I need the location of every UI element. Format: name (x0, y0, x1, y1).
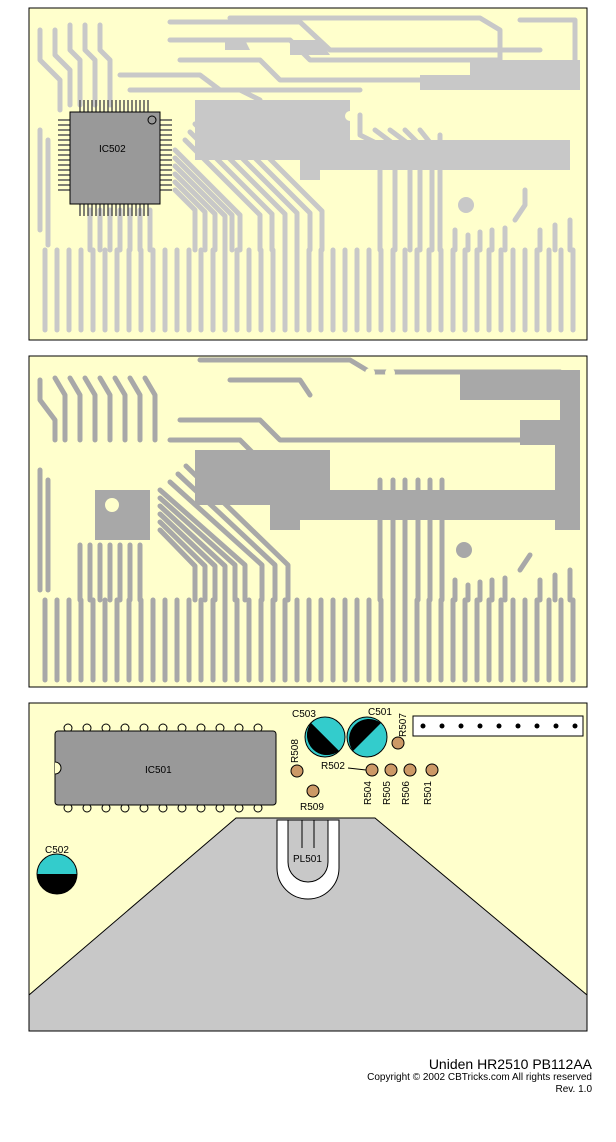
svg-text:C502: C502 (45, 845, 69, 856)
bracket-shape (28, 817, 588, 1032)
c503: C503 (292, 709, 346, 758)
r507-label: R507 (398, 713, 409, 737)
r509 (306, 784, 320, 798)
ic501: IC501 (54, 723, 277, 813)
ic502-body (69, 111, 161, 205)
r501-label: R501 (423, 781, 434, 805)
r506-label: R506 (401, 781, 412, 805)
r506 (403, 763, 417, 777)
c501: C501 (346, 707, 392, 758)
panel-top-traces: IC502 (28, 7, 588, 341)
ic501-label: IC501 (145, 765, 172, 776)
pl501-label: PL501 (293, 854, 322, 865)
footer-revision: Rev. 1.0 (555, 1084, 593, 1095)
r508-label: R508 (290, 739, 301, 763)
r501 (425, 763, 439, 777)
r507 (391, 736, 405, 750)
r509-label: R509 (300, 802, 324, 813)
ic502-label: IC502 (99, 144, 126, 155)
panel-components: PL501 IC501 (28, 702, 588, 1032)
panel-bottom-traces (28, 355, 588, 688)
svg-text:C501: C501 (368, 707, 392, 718)
c502: C502 (36, 845, 78, 895)
r504-label: R504 (363, 781, 374, 805)
r504 (365, 763, 379, 777)
svg-text:C503: C503 (292, 709, 316, 720)
r502-label: R502 (321, 761, 345, 772)
footer-title: Uniden HR2510 PB112AA (428, 1056, 592, 1072)
r505 (384, 763, 398, 777)
footer-copyright: Copyright © 2002 CBTricks.com All rights… (367, 1072, 592, 1083)
r505-label: R505 (382, 781, 393, 805)
r508 (290, 764, 304, 778)
